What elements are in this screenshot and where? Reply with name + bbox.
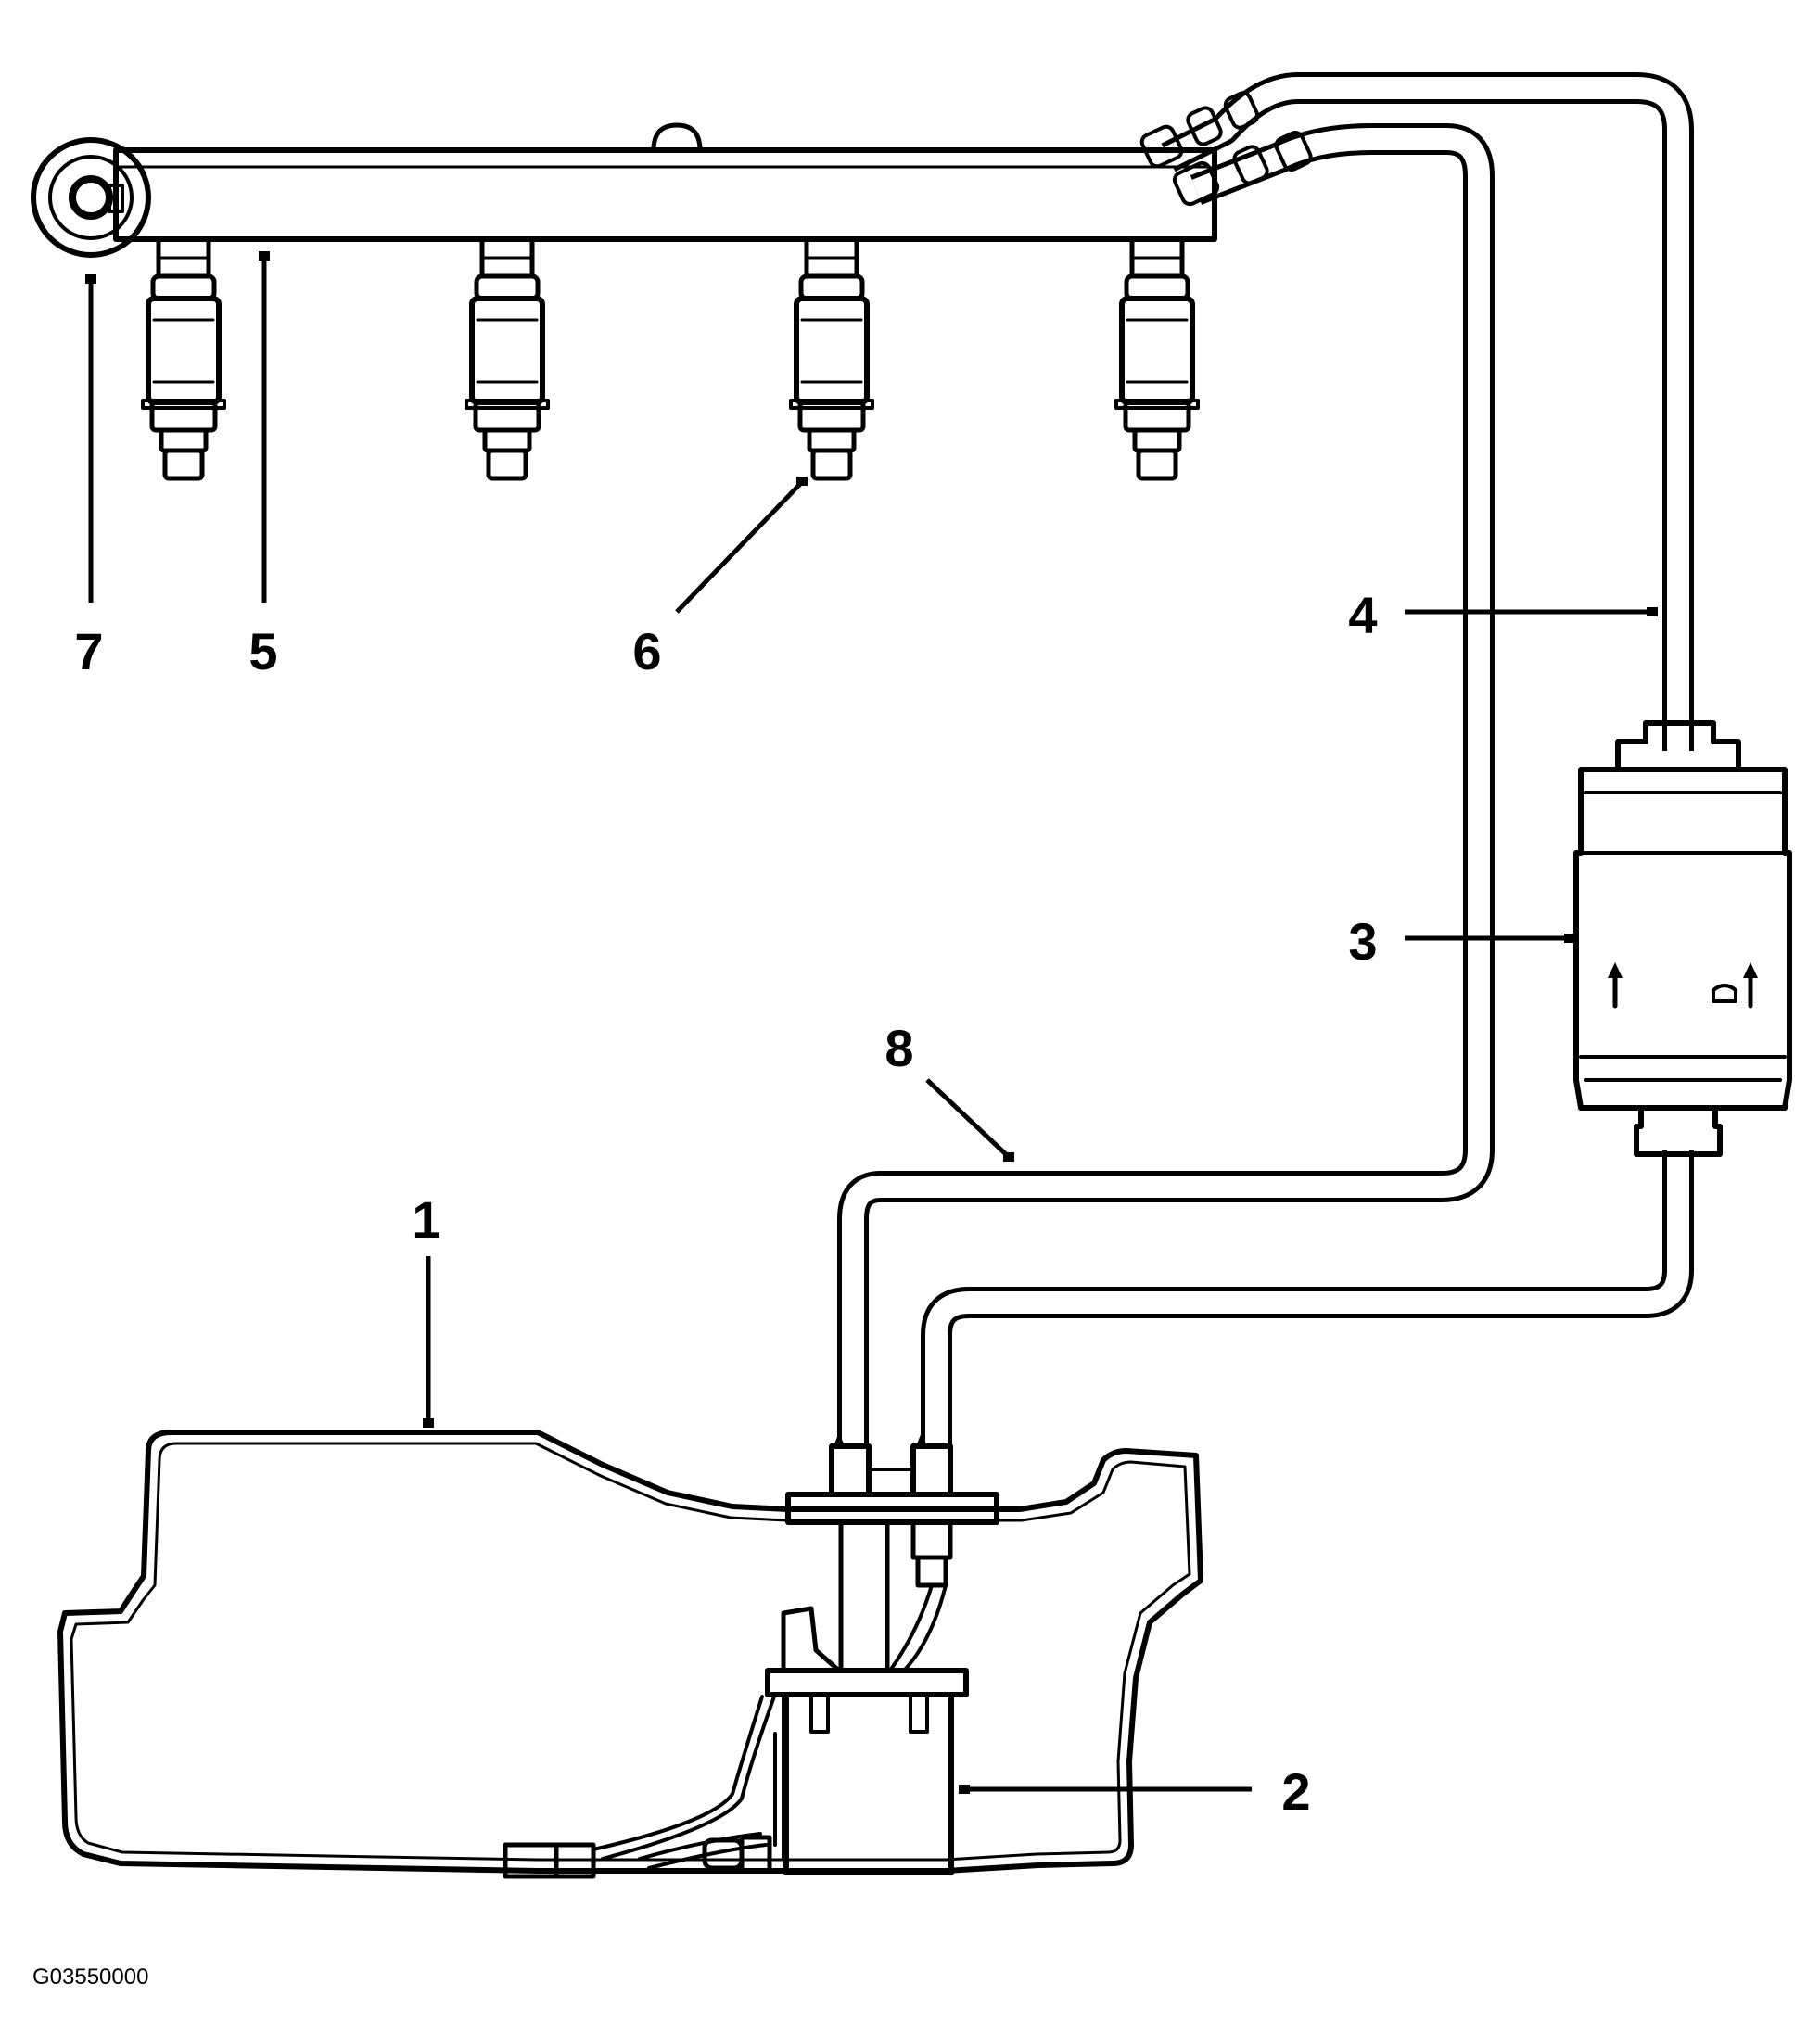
fuel-injector (1114, 236, 1200, 481)
fuel-injector (789, 236, 874, 481)
fuel-supply-line (1161, 72, 1694, 751)
callout-8: 8 (885, 1019, 913, 1077)
fuel-injector (141, 236, 226, 481)
fuel-pump-outlet-line (921, 1150, 1694, 1446)
callout-6: 6 (632, 622, 661, 680)
fuel-return-line (837, 123, 1495, 1446)
figure-id: G03550000 (32, 1964, 148, 1989)
fuel-pump-module (503, 1432, 999, 1879)
callout-7: 7 (74, 622, 103, 680)
fuel-injector (465, 236, 550, 481)
fuel-tank (57, 1430, 1203, 1874)
callout-5: 5 (248, 622, 277, 680)
callout-1: 1 (412, 1190, 440, 1249)
fuel-rail (113, 122, 1217, 242)
callout-3: 3 (1348, 912, 1377, 971)
callout-leaders (85, 251, 1658, 1794)
pressure-regulator (31, 137, 151, 258)
callout-4: 4 (1348, 586, 1377, 644)
fuel-filter (1573, 720, 1792, 1157)
callout-2: 2 (1281, 1762, 1310, 1821)
fuel-injectors (141, 236, 1200, 481)
